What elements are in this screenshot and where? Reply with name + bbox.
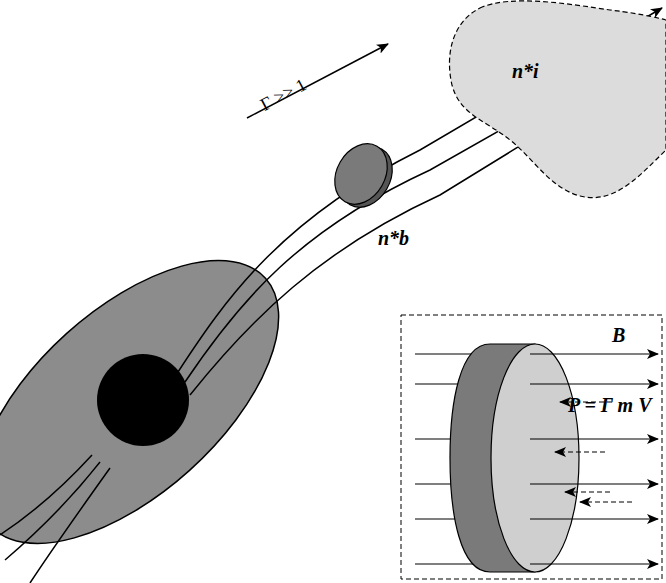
lorentz-factor-label: Γ >> 1 (257, 74, 310, 115)
accretion-disk (0, 210, 327, 583)
cylinder-inset (400, 314, 663, 580)
ionized-cloud: n*i (440, 0, 666, 210)
cloud-outline (440, 0, 666, 210)
momentum-label: P = Γ m V (568, 394, 652, 417)
density-label: n*i (512, 60, 539, 83)
black-hole (97, 354, 189, 446)
plasma-blob: n*b (330, 135, 410, 257)
inset-panel: B P = Γ m V (400, 314, 663, 580)
counter-jet (0, 455, 110, 583)
field-label: B (612, 324, 625, 347)
density-label: n*b (378, 227, 409, 250)
